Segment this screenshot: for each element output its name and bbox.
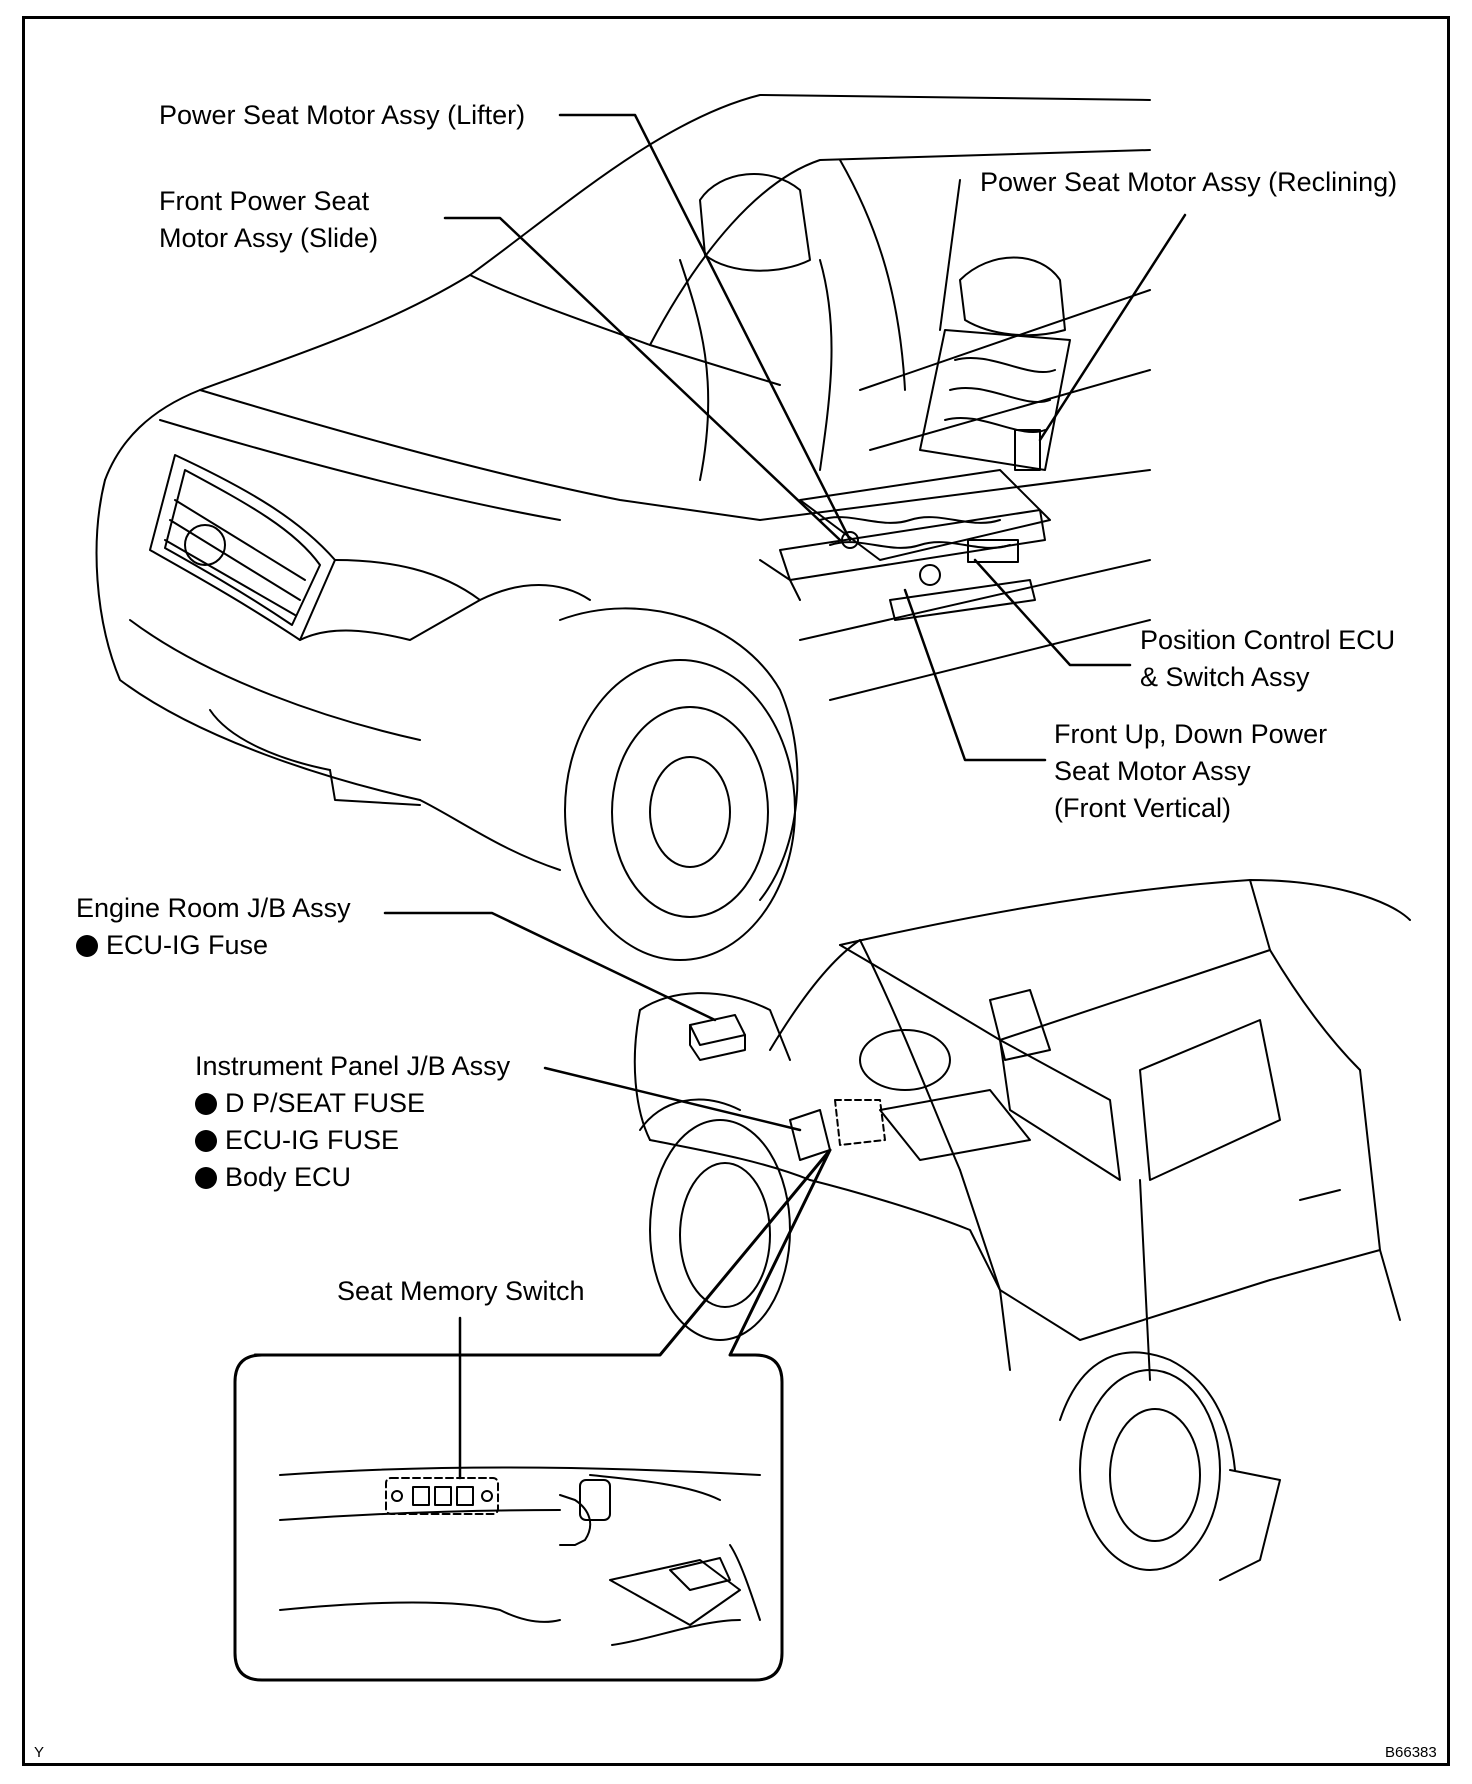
door-trim-closeup (279, 1466, 761, 1646)
label-front-vertical-line2: Seat Motor Assy (1054, 756, 1251, 786)
label-power-seat-motor-reclining: Power Seat Motor Assy (Reclining) (980, 167, 1398, 197)
label-front-power-seat-line1: Front Power Seat (159, 186, 370, 216)
front-vehicle-drawing (95, 94, 1151, 961)
memory-switch-callout (233, 1148, 832, 1682)
engine-fuse-item: ECU-IG Fuse (76, 927, 268, 964)
label-ip-item-1: D P/SEAT FUSE (225, 1088, 426, 1118)
label-ip-item-2: ECU-IG FUSE (225, 1125, 400, 1155)
upper-leader-lines (443, 113, 1187, 762)
ip-item-3: Body ECU (195, 1159, 351, 1196)
ip-item-2: ECU-IG FUSE (195, 1122, 399, 1159)
label-ip-item-3: Body ECU (225, 1162, 352, 1192)
bullet-icon (76, 935, 98, 957)
label-front-vertical-line1: Front Up, Down Power (1054, 719, 1328, 749)
ip-item-1: D P/SEAT FUSE (195, 1085, 425, 1122)
label-engine-room-jb: Engine Room J/B Assy (76, 893, 351, 923)
bullet-icon (195, 1093, 217, 1115)
label-power-seat-motor-lifter: Power Seat Motor Assy (Lifter) (159, 100, 526, 130)
lower-leader-lines (383, 911, 802, 1480)
bullet-icon (195, 1130, 217, 1152)
label-position-control-ecu-line1: Position Control ECU (1140, 625, 1396, 655)
bullet-icon (195, 1167, 217, 1189)
corner-code-left: Y (34, 1744, 45, 1761)
label-seat-memory-switch: Seat Memory Switch (337, 1276, 585, 1306)
diagram-frame (22, 16, 1450, 1766)
label-instrument-panel-jb: Instrument Panel J/B Assy (195, 1051, 511, 1081)
label-engine-fuse: ECU-IG Fuse (106, 930, 269, 960)
label-front-vertical-line3: (Front Vertical) (1054, 793, 1232, 823)
figure-number: B66383 (1385, 1744, 1437, 1761)
label-position-control-ecu-line2: & Switch Assy (1140, 662, 1310, 692)
label-front-power-seat-line2: Motor Assy (Slide) (159, 223, 379, 253)
